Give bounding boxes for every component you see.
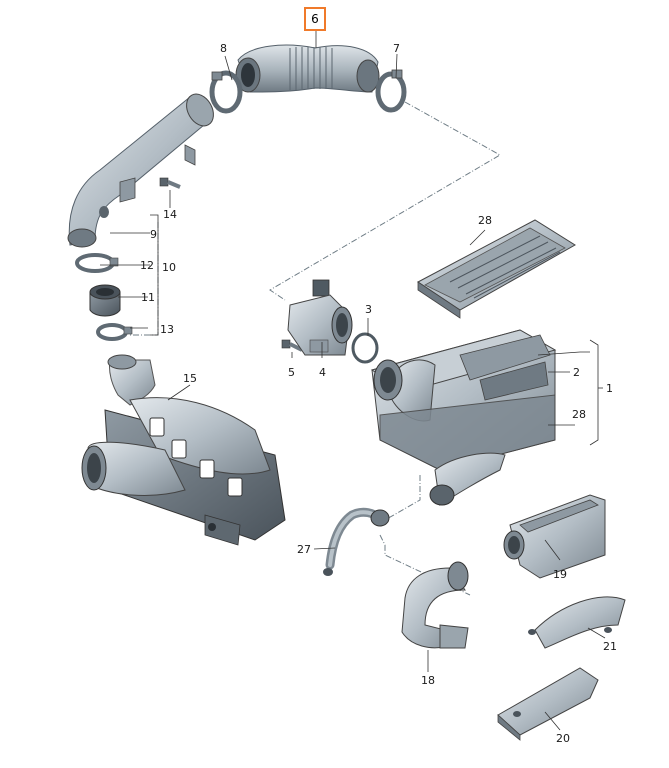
part-1-air-filter-housing <box>370 329 557 506</box>
label-6: 6 <box>311 12 319 26</box>
label-19: 19 <box>553 568 567 581</box>
label-7: 7 <box>393 42 400 55</box>
part-15-turbocharger <box>81 354 286 546</box>
part-11-connector <box>89 284 121 317</box>
part-20-air-guide <box>497 667 599 741</box>
label-8: 8 <box>220 42 227 55</box>
part-4-air-mass-meter <box>287 279 353 356</box>
label-20: 20 <box>556 732 570 745</box>
label-5: 5 <box>288 366 295 379</box>
label-27: 27 <box>297 543 311 556</box>
part-9-charge-pipe <box>67 93 214 248</box>
label-28-housing: 28 <box>572 408 586 421</box>
part-12-clamp <box>75 253 119 273</box>
part-27-hose <box>323 507 390 576</box>
callout-leaders <box>100 30 606 731</box>
label-28-top: 28 <box>478 214 492 227</box>
part-8-hose-clamp <box>209 70 243 114</box>
part-3-o-ring <box>351 332 379 364</box>
label-4: 4 <box>319 366 326 379</box>
part-28-filter-lid <box>417 219 576 319</box>
label-14: 14 <box>163 208 177 221</box>
label-13: 13 <box>160 323 174 336</box>
part-7-hose-clamp <box>375 69 407 113</box>
label-3: 3 <box>365 303 372 316</box>
part-6-intake-hose <box>235 44 380 93</box>
highlighted-part-label-6: 6 <box>304 7 326 31</box>
part-5-screw <box>281 339 303 352</box>
part-14-bolt <box>159 177 181 189</box>
part-19-intake-duct <box>503 494 606 579</box>
label-15: 15 <box>183 372 197 385</box>
part-13-clamp <box>96 323 133 341</box>
label-12: 12 <box>140 259 154 272</box>
label-9: 9 <box>150 228 157 241</box>
label-1: 1 <box>606 382 613 395</box>
label-21: 21 <box>603 640 617 653</box>
label-2: 2 <box>573 366 580 379</box>
label-18: 18 <box>421 674 435 687</box>
label-11: 11 <box>141 291 155 304</box>
callout-labels: 8 7 9 12 10 11 13 14 15 5 4 3 28 2 1 28 … <box>140 42 617 745</box>
part-21-cover <box>528 596 626 649</box>
label-10: 10 <box>162 261 176 274</box>
part-18-elbow-duct <box>401 561 469 649</box>
